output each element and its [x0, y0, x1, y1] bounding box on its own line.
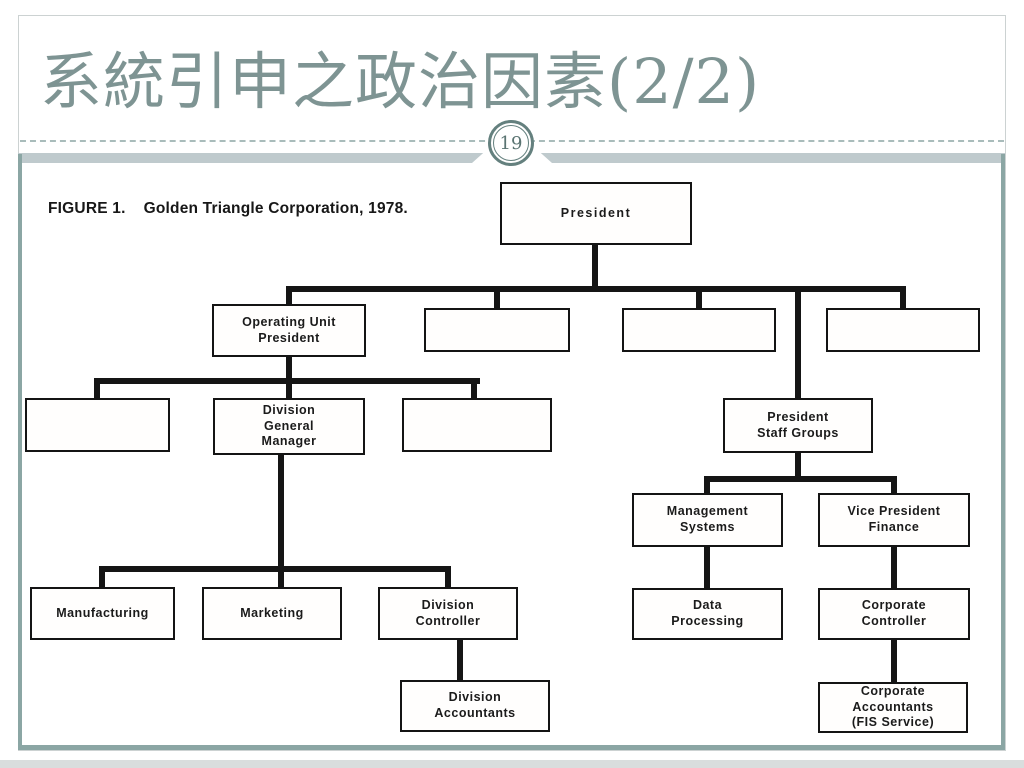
org-node-empty-right [402, 398, 552, 452]
connector-stub-division-controller [445, 566, 451, 589]
connector-stub-empty-left [94, 378, 100, 400]
org-node-division-accountants: Division Accountants [400, 680, 550, 732]
connector-dc-to-accountants [457, 640, 463, 682]
org-node-empty-c [826, 308, 980, 352]
slide-title: 系統引申之政治因素(2/2) [40, 45, 761, 118]
panel-border-right [1001, 154, 1005, 750]
connector-stub-operating-unit [286, 286, 292, 306]
figure-caption-label: FIGURE 1. [48, 200, 126, 217]
panel-border-left [18, 154, 22, 750]
connector-to-staff-groups [795, 286, 801, 400]
org-node-corporate-accountants: Corporate Accountants (FIS Service) [818, 682, 968, 733]
connector-stub-empty-b [696, 286, 702, 310]
org-node-division-general-manager: Division General Manager [213, 398, 365, 455]
page-number-badge: 19 [488, 120, 534, 166]
connector-president-drop [592, 245, 598, 292]
page-number: 19 [493, 125, 529, 161]
org-node-president: President [500, 182, 692, 245]
connector-stub-vp-finance [891, 476, 897, 495]
org-node-empty-a [424, 308, 570, 352]
org-node-operating-unit-president: Operating Unit President [212, 304, 366, 357]
bottom-strip [0, 760, 1024, 768]
org-node-empty-b [622, 308, 776, 352]
connector-ms-to-dp [704, 547, 710, 590]
connector-row2-horizontal [286, 286, 906, 292]
panel-border-bottom [18, 745, 1005, 750]
connector-vpf-to-cc [891, 547, 897, 590]
connector-stub-management-systems [704, 476, 710, 495]
org-node-vice-president-finance: Vice President Finance [818, 493, 970, 547]
figure-caption: FIGURE 1. Golden Triangle Corporation, 19… [48, 200, 408, 218]
connector-stub-empty-right [471, 378, 477, 400]
org-node-manufacturing: Manufacturing [30, 587, 175, 640]
org-node-corporate-controller: Corporate Controller [818, 588, 970, 640]
connector-stub-empty-c [900, 286, 906, 310]
connector-dgm-drop [278, 455, 284, 589]
org-node-management-systems: Management Systems [632, 493, 783, 547]
org-node-president-staff-groups: President Staff Groups [723, 398, 873, 453]
connector-row4-horizontal [99, 566, 451, 572]
connector-stub-manufacturing [99, 566, 105, 589]
figure-caption-text: Golden Triangle Corporation, 1978. [143, 200, 408, 217]
connector-cc-to-ca [891, 640, 897, 684]
org-node-empty-left [25, 398, 170, 452]
org-node-division-controller: Division Controller [378, 587, 518, 640]
connector-staff-horizontal [704, 476, 897, 482]
org-node-marketing: Marketing [202, 587, 342, 640]
org-node-data-processing: Data Processing [632, 588, 783, 640]
connector-stub-empty-a [494, 286, 500, 310]
connector-staff-groups-drop [795, 453, 801, 479]
connector-row3-horizontal [94, 378, 480, 384]
